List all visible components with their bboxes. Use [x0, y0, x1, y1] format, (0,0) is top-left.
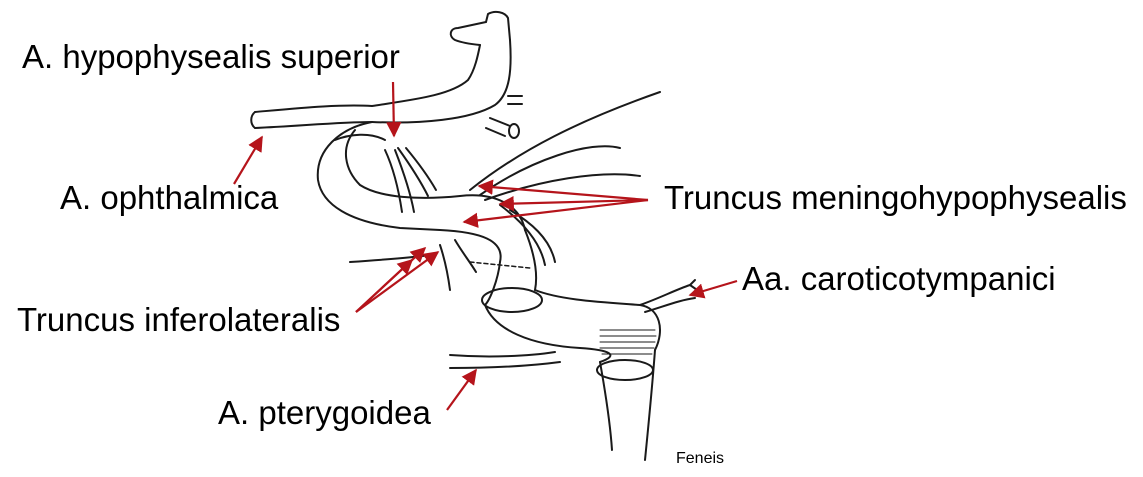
label-inferolateralis: Truncus inferolateralis — [17, 303, 340, 336]
pterygoid-artery-vessel — [450, 352, 555, 356]
arrow-ophthalmica — [234, 137, 262, 184]
caroticotympanic-vessels — [640, 285, 690, 305]
source-credit: Feneis — [676, 451, 724, 467]
label-caroticotympanici: Aa. caroticotympanici — [742, 262, 1056, 295]
label-pterygoidea: A. pterygoidea — [218, 396, 431, 429]
arrow-caroticotympanici — [690, 281, 737, 295]
label-hypophysealis-superior: A. hypophysealis superior — [22, 40, 400, 73]
arrow-pterygoidea — [447, 370, 476, 410]
arrow-hypophysealis-superior — [393, 82, 394, 136]
label-ophthalmica: A. ophthalmica — [60, 181, 278, 214]
artery-drawing — [251, 12, 700, 460]
ophthalmic-artery-vessel — [255, 105, 372, 112]
label-meningohypophysealis: Truncus meningohypophysealis — [664, 181, 1127, 214]
annotation-arrows — [234, 82, 737, 410]
arrow-inferolateralis-3 — [356, 260, 412, 312]
cavernous-segment — [485, 262, 500, 305]
